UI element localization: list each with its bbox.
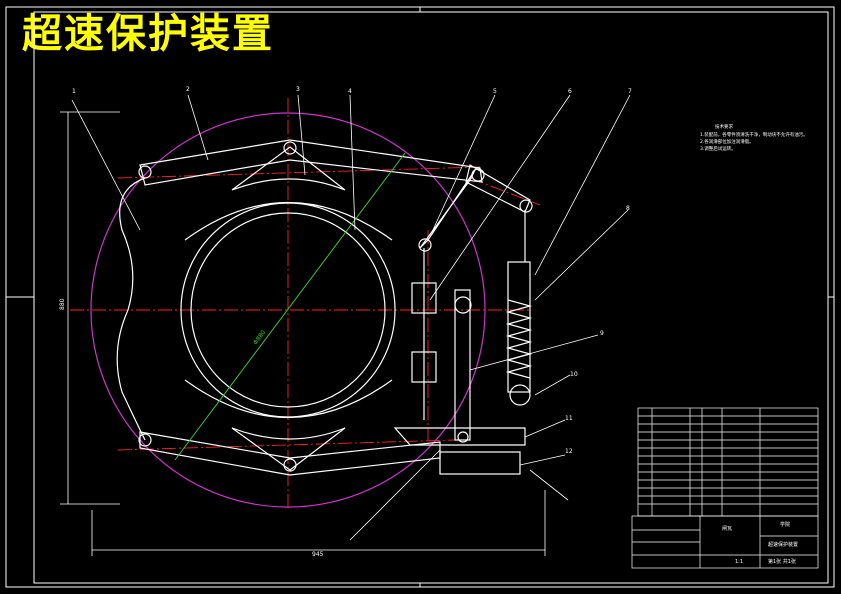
frame-casting	[116, 177, 146, 441]
parts-list	[637, 407, 819, 517]
notes-heading: 技术要求	[715, 123, 733, 130]
width-label: 945	[312, 551, 324, 558]
note-line-2: 2.各润滑部位加注润滑脂。	[700, 138, 754, 145]
note-line-3: 3.调整后试运转。	[700, 145, 736, 152]
callout-6: 6	[568, 88, 572, 95]
height-label: 880	[59, 298, 66, 310]
title-block-org: 学院	[780, 521, 790, 528]
title-block-subtitle: 超速保护装置	[768, 541, 798, 548]
title-block-scale: 1:1	[735, 559, 743, 565]
callout-10: 10	[570, 371, 578, 378]
callout-9: 9	[600, 330, 604, 337]
pivot-pins	[138, 141, 533, 472]
title-block-sheet: 第1张 共1张	[768, 558, 796, 565]
callout-3: 3	[296, 86, 300, 93]
linkages	[139, 139, 533, 476]
callout-labels: 1 2 3 4 5 6 7 8 9 10 11 12	[72, 86, 632, 455]
callout-1: 1	[72, 88, 76, 95]
callout-8: 8	[626, 205, 630, 212]
title-block	[631, 515, 819, 569]
callout-11: 11	[565, 415, 573, 422]
drawing-frame	[5, 6, 835, 588]
callout-2: 2	[186, 86, 190, 93]
brake-shoes	[231, 146, 346, 471]
title-block-text: 闸瓦 学院 超速保护装置 1:1 第1张 共1张	[722, 521, 798, 565]
callout-12: 12	[565, 448, 573, 455]
callout-7: 7	[628, 88, 632, 95]
technical-notes: 技术要求 1.装配前，各零件须清洗干净，制动块不允许有油污。 2.各润滑部位加注…	[700, 123, 808, 152]
leader-lines	[71, 94, 631, 541]
brake-wheel	[180, 201, 396, 419]
dimensions	[60, 111, 546, 556]
drawing-name: 闸瓦	[722, 525, 732, 532]
callout-4: 4	[348, 88, 352, 95]
callout-5: 5	[493, 88, 497, 95]
note-line-1: 1.装配前，各零件须清洗干净，制动块不允许有油污。	[700, 131, 808, 138]
diameter-dimension	[174, 152, 406, 461]
diameter-label: Φ880	[252, 329, 267, 346]
drawing-title: 超速保护装置	[22, 11, 274, 57]
